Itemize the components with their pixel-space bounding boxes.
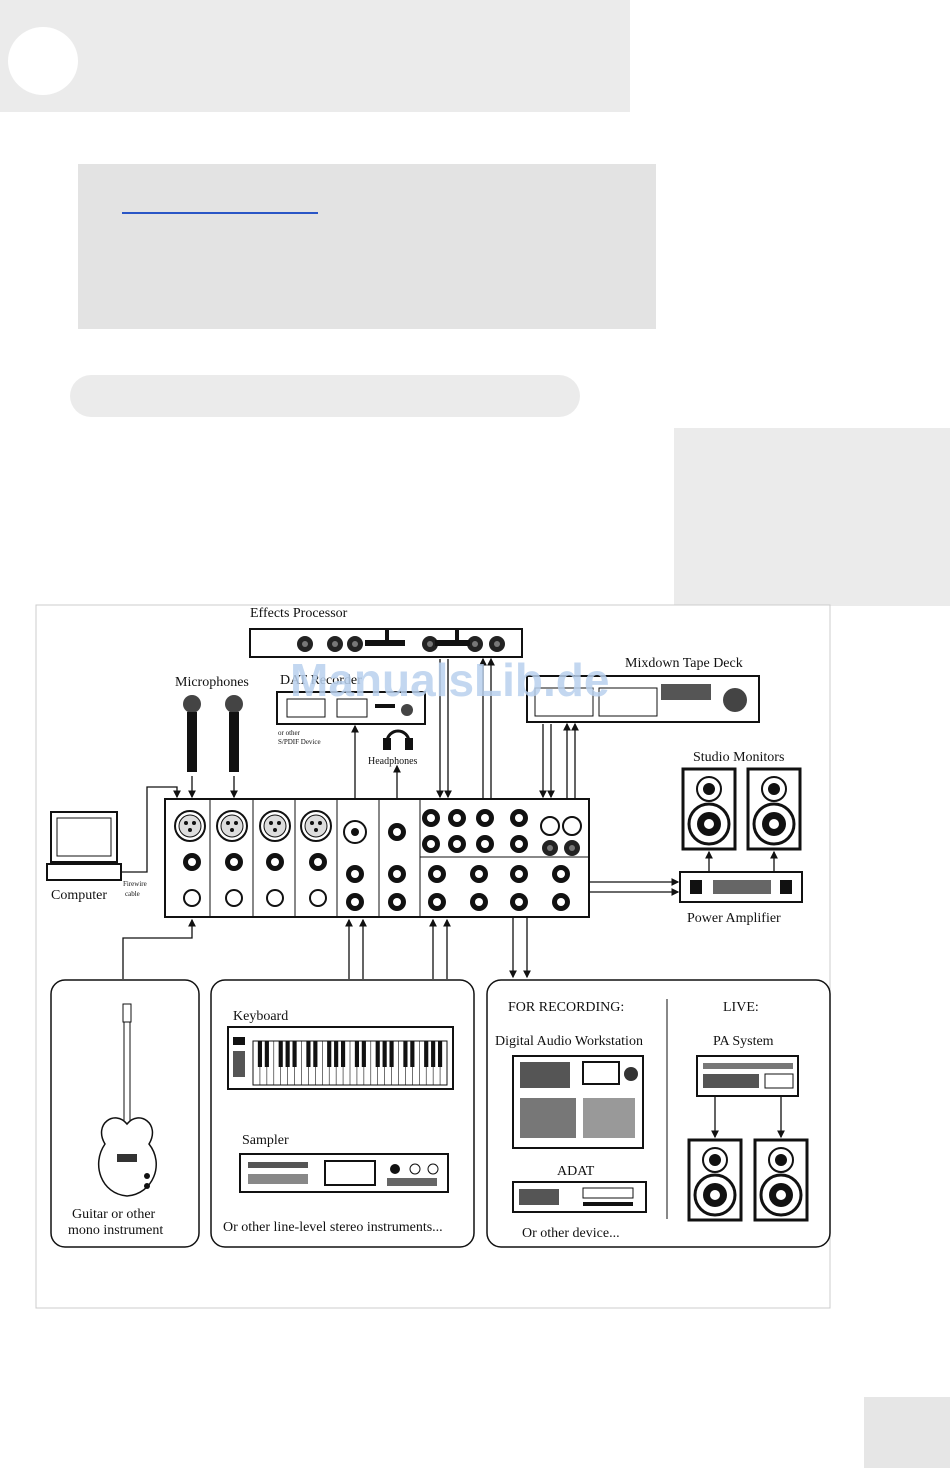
label-firewire-1: Firewire	[123, 880, 147, 888]
keyboard-black-key	[410, 1041, 415, 1067]
label-headphones: Headphones	[368, 756, 418, 767]
keyboard-black-key	[340, 1041, 346, 1067]
keyboard-black-key	[285, 1041, 290, 1067]
sampler-icon	[239, 1153, 449, 1193]
label-dat-sub2: S/PDIF Device	[278, 738, 321, 746]
keyboard-black-key	[424, 1041, 429, 1067]
keyboard-icon	[227, 1026, 454, 1090]
label-guitar-2: mono instrument	[68, 1223, 163, 1238]
label-pa-system: PA System	[713, 1034, 774, 1049]
pa-speaker-right	[753, 1138, 809, 1222]
label-adat: ADAT	[557, 1164, 595, 1179]
keyboard-black-key	[382, 1041, 387, 1067]
keyboard-black-key	[278, 1041, 283, 1067]
label-sampler: Sampler	[242, 1133, 289, 1148]
dat-recorder	[276, 691, 426, 725]
keyboard-black-key	[403, 1041, 408, 1067]
adat-icon	[512, 1181, 647, 1213]
mixdown-tape-deck	[526, 675, 760, 723]
keyboard-black-key	[431, 1041, 436, 1067]
label-daw: Digital Audio Workstation	[495, 1034, 643, 1049]
watermark: ManualsLib.de	[290, 654, 609, 706]
label-dat-recorder: DAT Recorder	[280, 673, 362, 688]
instruments-box	[210, 979, 475, 1248]
keyboard-black-key	[361, 1041, 366, 1067]
recording-box	[486, 979, 831, 1248]
chapter-badge	[8, 27, 78, 95]
connection-lines	[121, 657, 785, 1139]
keyboard-black-key	[334, 1041, 339, 1067]
keyboard-black-key	[306, 1041, 311, 1067]
label-effects-processor: Effects Processor	[250, 606, 348, 621]
label-keyboard: Keyboard	[233, 1009, 288, 1024]
keyboard-black-key	[292, 1041, 297, 1067]
keyboard-black-key	[354, 1041, 360, 1067]
page-number-box	[864, 1397, 950, 1468]
keyboard-black-key	[437, 1041, 443, 1067]
label-computer: Computer	[51, 888, 107, 903]
keyboard-black-key	[264, 1041, 269, 1067]
guitar-icon	[97, 1003, 157, 1197]
keyboard-black-key	[375, 1041, 380, 1067]
label-mixdown-tape-deck: Mixdown Tape Deck	[625, 656, 743, 671]
guitar-box	[50, 979, 200, 1248]
label-microphones: Microphones	[175, 675, 249, 690]
mixer-panel	[164, 798, 590, 918]
keyboard-black-key	[313, 1041, 318, 1067]
connection-diagram: Effects Processor Mixdown Tape Deck DAT …	[35, 604, 831, 1309]
section-heading-bar	[70, 375, 580, 417]
label-studio-monitors: Studio Monitors	[693, 750, 784, 765]
side-tab	[674, 428, 950, 606]
label-line-level: Or other line-level stereo instruments..…	[223, 1220, 443, 1235]
power-amplifier	[679, 871, 803, 903]
label-live: LIVE:	[723, 1000, 759, 1015]
computer-icon	[46, 811, 122, 881]
label-power-amplifier: Power Amplifier	[687, 911, 781, 926]
daw-icon	[512, 1055, 644, 1149]
label-other-device: Or other device...	[522, 1226, 620, 1241]
label-guitar-1: Guitar or other	[72, 1207, 156, 1222]
headphones-icon	[383, 729, 413, 750]
keyboard-black-key	[257, 1041, 263, 1067]
keyboard-black-key	[327, 1041, 332, 1067]
keyboard-black-key	[389, 1041, 394, 1067]
label-firewire-2: cable	[125, 890, 140, 898]
label-dat-sub1: or other	[278, 729, 301, 737]
effects-processor	[249, 628, 523, 658]
pa-system-icon	[696, 1055, 799, 1097]
pa-speaker-left	[687, 1138, 743, 1222]
note-link[interactable]	[122, 212, 318, 214]
label-for-recording: FOR RECORDING:	[508, 1000, 624, 1015]
header-band	[0, 0, 630, 112]
note-box	[78, 164, 656, 329]
